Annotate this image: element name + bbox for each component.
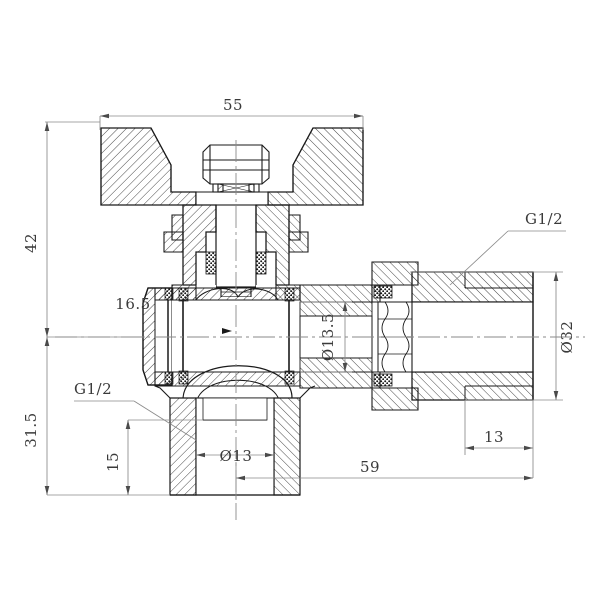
label-g12-bottom-text: G1/2 <box>74 380 112 398</box>
dim-59-text: 59 <box>360 458 380 476</box>
dimension-lines <box>44 113 566 500</box>
stem-hex-nut <box>202 144 270 185</box>
dim-13-text: 13 <box>484 428 504 446</box>
leader-g12-top <box>449 230 566 286</box>
handle-right-wing <box>267 127 364 206</box>
leader-g12-bottom <box>74 400 197 441</box>
valve-geometry <box>100 127 534 496</box>
dimline-42 <box>44 122 145 338</box>
dimline-d32 <box>410 271 563 401</box>
valve-body <box>142 284 373 389</box>
dim-d32-text: Ø32 <box>558 321 576 354</box>
handle-left-wing <box>100 127 197 206</box>
dimline-d13 <box>196 452 274 500</box>
dim-d13-text: Ø13 <box>220 447 253 465</box>
dim-d13-5-text: Ø13.5 <box>319 313 337 361</box>
dimension-labels: 55 42 31.5 16.5 15 Ø13 Ø13.5 Ø32 13 59 G… <box>22 96 576 476</box>
bonnet-left <box>182 204 217 286</box>
dim-15-text: 15 <box>104 452 122 472</box>
dimline-13 <box>464 400 534 478</box>
dim-16-5-text: 16.5 <box>115 295 150 313</box>
dim-42-text: 42 <box>22 233 40 253</box>
bonnet-wings <box>163 214 309 253</box>
dim-31-5-text: 31.5 <box>22 412 40 447</box>
dimline-d13-5 <box>300 301 352 373</box>
bonnet-right <box>255 204 290 286</box>
union-coupling <box>371 261 419 411</box>
bottom-port <box>154 385 316 496</box>
dimline-55 <box>45 113 364 130</box>
handle-shoulder <box>195 191 269 206</box>
dimline-31-5 <box>44 337 170 496</box>
right-outlet <box>411 271 534 401</box>
dimline-15 <box>125 419 203 495</box>
dim-55-text: 55 <box>223 96 243 114</box>
label-g12-top-text: G1/2 <box>525 210 563 228</box>
